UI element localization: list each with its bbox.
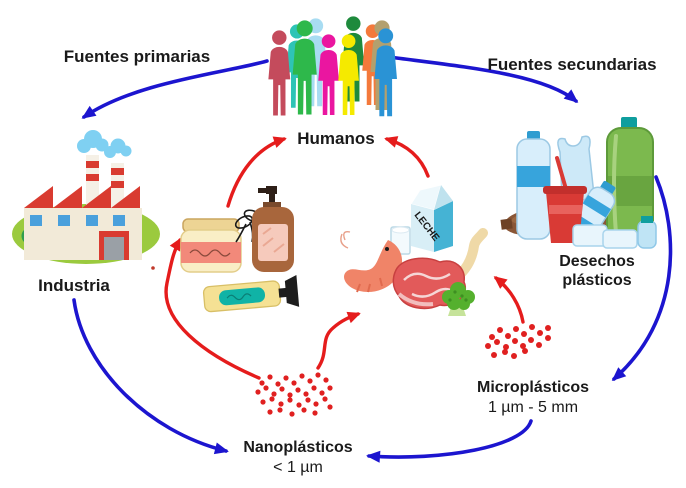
arrow-humans-to-waste [387, 55, 579, 103]
label-microplasticos-size: 1 µm - 5 mm [488, 399, 578, 416]
arrow-nanoplastics-to-cosmetics [164, 237, 261, 380]
exposure-arrows [164, 136, 525, 380]
broccoli-illustration [442, 282, 475, 316]
nanoplastics-dots [255, 372, 333, 417]
plastic-waste-icon [500, 117, 657, 249]
humans-icon [268, 16, 397, 117]
label-nanoplasticos: Nanoplásticos [243, 439, 352, 456]
label-nanoplasticos-size: < 1 µm [273, 459, 323, 476]
label-humanos: Humanos [297, 129, 374, 148]
food-icon: LECHE [340, 184, 488, 316]
person-silhouette [268, 30, 291, 116]
cosmetics-icon [151, 186, 300, 313]
factory-icon [12, 130, 160, 264]
arrow-food-to-humans [384, 136, 430, 178]
label-desechos-line2: plásticos [562, 272, 631, 289]
label-fuentes-primarias: Fuentes primarias [64, 47, 210, 66]
arrow-humans-to-industry [81, 59, 269, 119]
label-industria: Industria [38, 276, 110, 295]
microplastics-dots [485, 324, 551, 359]
arrow-microplastics-to-food [493, 276, 525, 324]
shrimp-illustration [340, 230, 403, 293]
label-fuentes-secundarias: Fuentes secundarias [487, 55, 656, 74]
arrow-nanoplastics-to-food [316, 311, 361, 370]
cycle-arrows [72, 55, 673, 463]
arrow-industry-to-nanoplastics [72, 298, 229, 455]
arrow-cosmetics-to-humans [226, 136, 287, 208]
arrow-waste-to-microplastics [611, 175, 673, 381]
label-microplasticos: Microplásticos [477, 379, 589, 396]
arrow-microplastics-to-nanoplastics [366, 419, 533, 463]
label-desechos-line1: Desechos [559, 253, 635, 270]
